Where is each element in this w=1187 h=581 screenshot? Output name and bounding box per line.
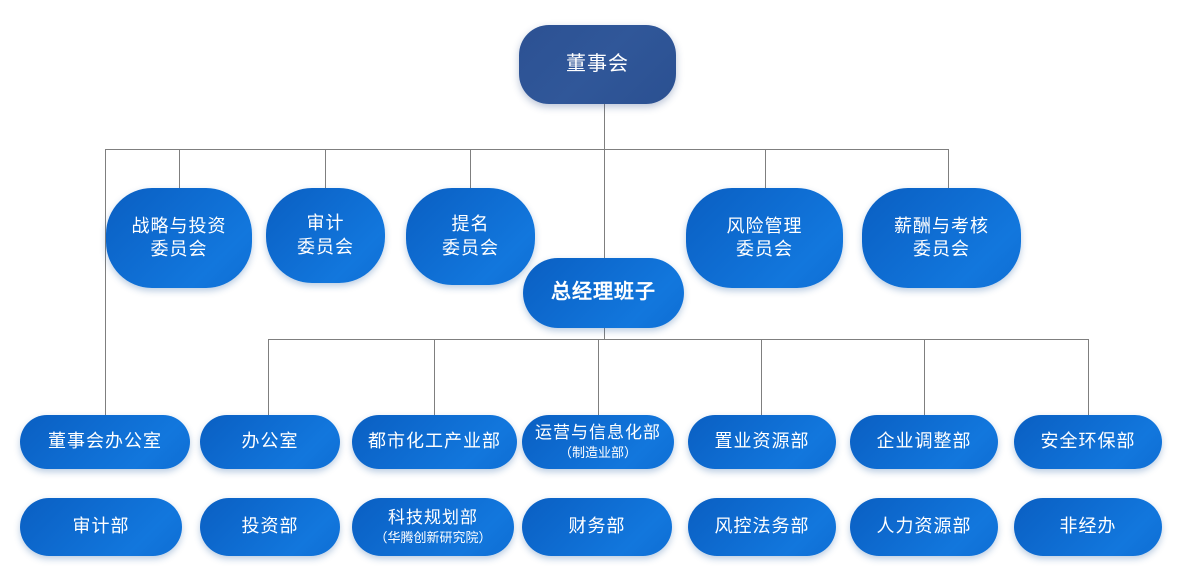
node-label: 办公室 [241, 431, 299, 452]
node-department-row1-4[interactable]: 运营与信息化部 （制造业部） [522, 415, 674, 469]
node-general-manager-team[interactable]: 总经理班子 [523, 258, 684, 328]
node-committee-5[interactable]: 薪酬与考核 委员会 [862, 188, 1021, 288]
node-department-row2-2[interactable]: 投资部 [200, 498, 340, 556]
connector-committee-drop-2 [325, 149, 326, 189]
connector-bus-top [105, 149, 949, 150]
node-label: 风控法务部 [714, 516, 810, 537]
connector-committee-drop-1 [179, 149, 180, 189]
node-committee-4[interactable]: 风险管理 委员会 [686, 188, 843, 288]
node-label: 战略与投资 委员会 [131, 215, 227, 259]
node-label: 企业调整部 [876, 431, 972, 452]
node-label: 置业资源部 [714, 431, 810, 452]
connector-committee-drop-4 [765, 149, 766, 189]
node-label: 非经办 [1059, 516, 1117, 537]
node-board-of-directors[interactable]: 董事会 [519, 25, 676, 104]
node-label: 安全环保部 [1040, 431, 1136, 452]
node-department-row1-3[interactable]: 都市化工产业部 [352, 415, 517, 469]
node-committee-2[interactable]: 审计 委员会 [266, 188, 385, 283]
node-label: 董事会办公室 [48, 431, 162, 452]
node-sublabel: （制造业部） [558, 445, 637, 461]
node-committee-1[interactable]: 战略与投资 委员会 [106, 188, 252, 288]
node-department-row2-7[interactable]: 非经办 [1014, 498, 1162, 556]
connector-dept-drop-6 [1088, 339, 1089, 417]
node-label: 董事会 [566, 52, 629, 75]
node-label: 都市化工产业部 [368, 431, 501, 452]
node-label: 提名 委员会 [442, 214, 499, 258]
node-label: 投资部 [241, 516, 299, 537]
node-department-row2-1[interactable]: 审计部 [20, 498, 182, 556]
node-committee-3[interactable]: 提名 委员会 [406, 188, 535, 285]
connector-dept-drop-4 [761, 339, 762, 417]
connector-committee-drop-3 [470, 149, 471, 189]
node-department-row2-4[interactable]: 财务部 [522, 498, 672, 556]
node-department-row2-5[interactable]: 风控法务部 [688, 498, 836, 556]
node-label: 审计 委员会 [297, 213, 354, 257]
node-department-row2-3[interactable]: 科技规划部 （华腾创新研究院） [352, 498, 514, 556]
node-label: 审计部 [72, 516, 130, 537]
connector-dept-drop-1 [268, 339, 269, 417]
node-department-row1-7[interactable]: 安全环保部 [1014, 415, 1162, 469]
connector-board-office-drop [105, 149, 106, 418]
connector-dept-drop-3 [598, 339, 599, 417]
node-label: 人力资源部 [876, 516, 972, 537]
node-label: 总经理班子 [551, 281, 656, 304]
node-label: 运营与信息化部 [535, 423, 661, 443]
connector-bus-lower [268, 339, 1088, 340]
connector-committee-drop-5 [948, 149, 949, 189]
connector-gm-stem-down [604, 328, 605, 340]
node-label: 财务部 [568, 516, 626, 537]
connector-root-stem [604, 104, 605, 149]
node-department-row1-2[interactable]: 办公室 [200, 415, 340, 469]
connector-gm-stem-up [604, 149, 605, 259]
node-department-row1-1[interactable]: 董事会办公室 [20, 415, 190, 469]
node-department-row1-6[interactable]: 企业调整部 [850, 415, 998, 469]
node-label: 风险管理 委员会 [726, 215, 803, 259]
connector-dept-drop-5 [924, 339, 925, 417]
node-department-row2-6[interactable]: 人力资源部 [850, 498, 998, 556]
node-label: 薪酬与考核 委员会 [894, 215, 989, 259]
node-department-row1-5[interactable]: 置业资源部 [688, 415, 836, 469]
node-label: 科技规划部 [388, 508, 478, 528]
connector-dept-drop-2 [434, 339, 435, 417]
node-sublabel: （华腾创新研究院） [374, 530, 492, 546]
